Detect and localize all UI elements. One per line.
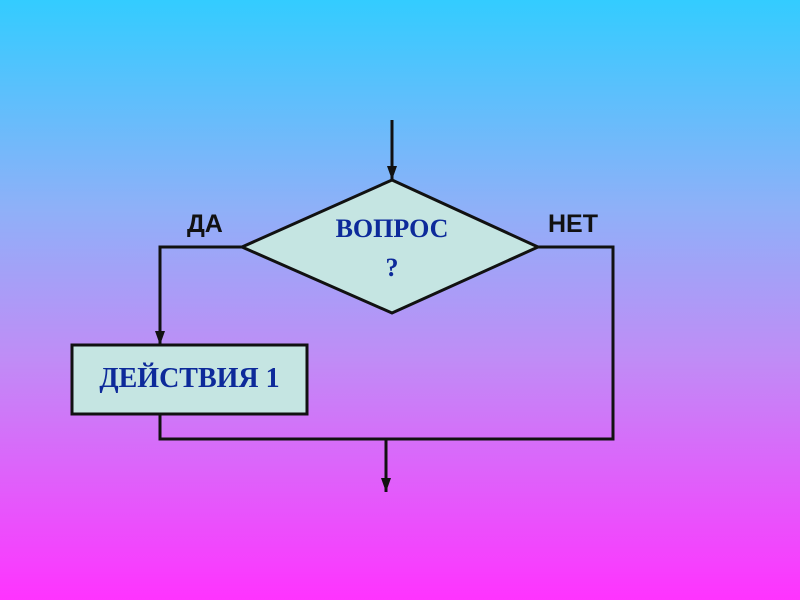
yes-label: ДА	[187, 210, 223, 238]
action-text: ДЕЙСТВИЯ 1	[99, 363, 280, 394]
action-box	[70, 343, 309, 416]
entry-arrowhead	[387, 166, 397, 180]
exit-arrowhead	[381, 478, 391, 492]
merge-line	[158, 245, 615, 441]
decision-diamond	[238, 178, 542, 315]
decision-text: ВОПРОС	[335, 214, 449, 243]
decision-question-mark: ?	[385, 253, 399, 282]
no-label: НЕТ	[548, 210, 598, 238]
yes-branch-line	[158, 245, 242, 345]
yes-arrowhead	[155, 331, 165, 345]
